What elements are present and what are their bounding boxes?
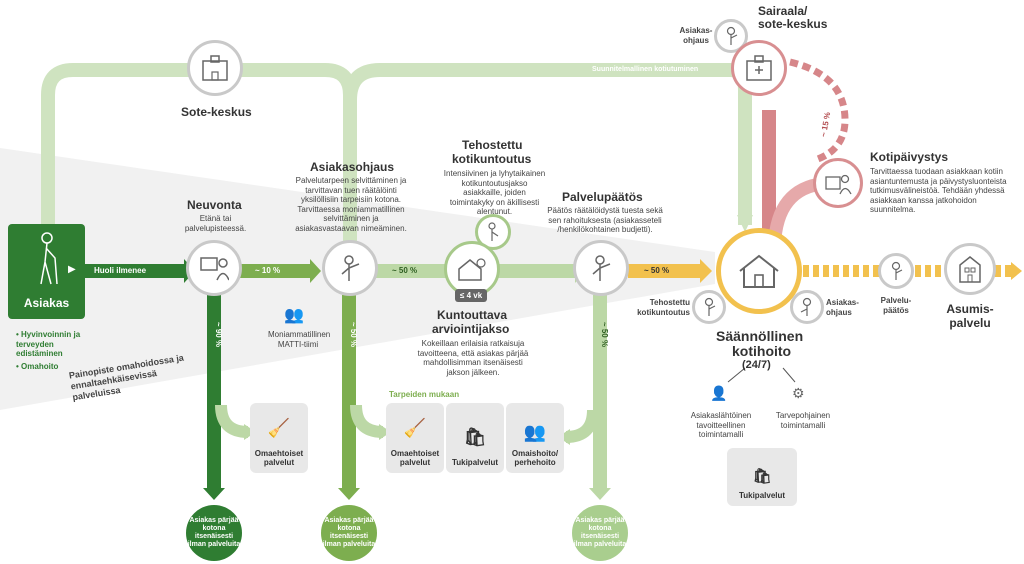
palvelupaatos-title: Palvelupäätös bbox=[562, 190, 643, 204]
down-50a bbox=[342, 295, 356, 490]
kuntouttava-badge: ≤ 4 vk bbox=[455, 289, 488, 302]
elderly-person-icon bbox=[33, 232, 61, 287]
red-up bbox=[762, 110, 776, 230]
sote-keskus-node bbox=[187, 40, 243, 96]
palvelupaatos-node bbox=[573, 240, 629, 296]
outcome-circle-3: Asiakas pärjää kotona itsenäisesti ilman… bbox=[572, 505, 628, 561]
flow-label-50d: ~ 50 % bbox=[600, 321, 610, 348]
nurse-icon bbox=[726, 26, 738, 45]
flow-label-50a: ~ 50 % bbox=[392, 266, 418, 275]
matti-team-label: Moniammatillinen MATTI-tiimi bbox=[268, 330, 331, 349]
home-clock-icon bbox=[458, 258, 486, 281]
neuvonta-title: Neuvonta bbox=[187, 198, 242, 212]
asiakasohjaus-desc: Palvelutarpeen selvittäminen ja tarvitta… bbox=[295, 176, 407, 233]
flow-huoli bbox=[84, 264, 184, 278]
tarpeiden-mukaan-label: Tarpeiden mukaan bbox=[389, 390, 460, 399]
tukipalvelut-box: 🛍 Tukipalvelut bbox=[446, 403, 504, 473]
caregiver-icon: 👥 bbox=[523, 422, 547, 442]
kotipaivystys-title: Kotipäivystys bbox=[870, 150, 949, 164]
palvelupaatos-right-node bbox=[878, 253, 914, 289]
shopping-bag-icon: 🛍 bbox=[752, 468, 772, 485]
asumispalvelu-node bbox=[944, 243, 996, 295]
red-dashed bbox=[789, 58, 849, 164]
omaehtoiset-box-2: 🧹 Omaehtoiset palvelut bbox=[386, 403, 444, 473]
mop-icon: 🧹 bbox=[267, 418, 291, 438]
asiakasohjaus-title: Asiakasohjaus bbox=[310, 160, 395, 174]
neuvonta-desc: Etänä tai palvelupisteessä. bbox=[184, 214, 247, 233]
walker-person-icon bbox=[488, 222, 499, 241]
flow-label-50c: ~ 50 % bbox=[349, 321, 359, 348]
down-90 bbox=[207, 295, 221, 490]
kuntouttava-desc: Kokeillaan erilaisia ratkaisuja tavoitte… bbox=[417, 339, 529, 377]
kotipaivystys-desc: Tarvittaessa tuodaan asiakkaan kotiin as… bbox=[870, 167, 1007, 214]
kuntouttava-node bbox=[444, 241, 500, 297]
sairaala-ohjaus: Asiakas-ohjaus bbox=[679, 26, 713, 45]
asiakas-title: Asiakas bbox=[23, 296, 70, 310]
gears-icon: ⚙ bbox=[792, 385, 805, 401]
asiakas-bullet-2: • Omahoito bbox=[16, 362, 59, 371]
down-50b bbox=[593, 295, 607, 490]
decision-icon bbox=[891, 261, 903, 280]
decision-person-icon bbox=[592, 255, 611, 281]
outcome-circle-2: Asiakas pärjää kotona itsenäisesti ilman… bbox=[321, 505, 377, 561]
asiakas-bullet-1: • Hyvinvoinnin ja terveyden edistäminen bbox=[16, 330, 81, 358]
asiakasohjaus-node bbox=[322, 240, 378, 296]
outcome-circle-1: Asiakas pärjää kotona itsenäisesti ilman… bbox=[186, 505, 242, 561]
tehostettu-title-2: kotikuntoutus bbox=[452, 152, 532, 166]
sairaala-node bbox=[731, 40, 787, 96]
kuntouttava-title-2: arviointijakso bbox=[432, 322, 510, 336]
tehostettu-desc: Intensiivinen ja lyhytaikainen kotikunto… bbox=[443, 169, 546, 216]
palvelupaatos-desc: Päätös räätälöidystä tuesta sekä sen rah… bbox=[547, 206, 663, 234]
kotihoito-ohj-label: Asiakas-ohjaus bbox=[826, 298, 859, 317]
guide-person-icon bbox=[341, 255, 360, 281]
sote-keskus-title: Sote-keskus bbox=[181, 105, 252, 119]
tehostettu-title-1: Tehostettu bbox=[462, 138, 523, 152]
flow-label-huoli: Huoli ilmenee bbox=[94, 266, 147, 275]
kotihoito-tav-label: Asiakaslähtöinen tavoitteellinen toimint… bbox=[690, 411, 752, 439]
counselor-icon bbox=[800, 297, 812, 316]
flow-10 bbox=[240, 264, 310, 278]
kotihoito-tuki-box: 🛍 Tukipalvelut bbox=[727, 448, 797, 506]
omaishoito-box: 👥 Omaishoito/ perhehoito bbox=[506, 403, 564, 473]
house-icon bbox=[739, 254, 779, 288]
apartment-icon bbox=[959, 256, 981, 283]
neuvonta-node bbox=[186, 240, 242, 296]
advisor-screen-icon bbox=[200, 257, 229, 281]
palvelupaatos-right-label: Palvelu-päätös bbox=[880, 296, 912, 315]
mop-icon: 🧹 bbox=[403, 418, 427, 438]
hospital-icon bbox=[746, 55, 772, 81]
sairaala-title-1: Sairaala/ bbox=[758, 4, 808, 18]
kotihoito-node bbox=[716, 228, 802, 314]
home-visit-icon bbox=[825, 174, 852, 195]
kotihoito-teh-label: Tehostettu kotikuntoutus bbox=[637, 298, 690, 317]
flow-50b bbox=[628, 264, 700, 278]
kotihoito-title-2: kotihoito bbox=[732, 343, 792, 359]
team-icon: 👥 bbox=[284, 307, 304, 324]
flow-label-top: Suunnitelmallinen kotiutuminen bbox=[592, 66, 699, 73]
kotihoito-teh-node bbox=[692, 290, 726, 324]
flow-dashed bbox=[803, 262, 1022, 280]
sairaala-title-2: sote-keskus bbox=[758, 17, 828, 31]
flow-label-10: ~ 10 % bbox=[255, 266, 281, 275]
building-icon bbox=[202, 55, 228, 81]
chevron-right-icon: ▶ bbox=[68, 264, 76, 275]
kotihoito-ohj-node bbox=[790, 290, 824, 324]
kotihoito-title-1: Säännöllinen bbox=[716, 328, 804, 344]
person-target-icon: 👤 bbox=[710, 385, 728, 401]
kotihoito-tuki-label: Tukipalvelut bbox=[738, 491, 786, 500]
kotipaivystys-node bbox=[813, 158, 863, 208]
kuntouttava-title-1: Kuntouttava bbox=[437, 308, 507, 322]
kotihoito-tarve-label: Tarvepohjainen toimintamalli bbox=[775, 411, 831, 430]
kotihoito-title-3: (24/7) bbox=[742, 359, 771, 371]
flow-label-90: ~ 90 % bbox=[214, 321, 224, 348]
omaehtoiset-box-1: 🧹 Omaehtoiset palvelut bbox=[250, 403, 308, 473]
asumispalvelu-label: Asumis-palvelu bbox=[946, 302, 994, 330]
flow-label-50b: ~ 50 % bbox=[644, 266, 670, 275]
shopping-bag-icon: 🛍 bbox=[463, 427, 487, 447]
therapist-icon bbox=[704, 297, 716, 316]
asiakas-box: Asiakas bbox=[8, 224, 85, 319]
